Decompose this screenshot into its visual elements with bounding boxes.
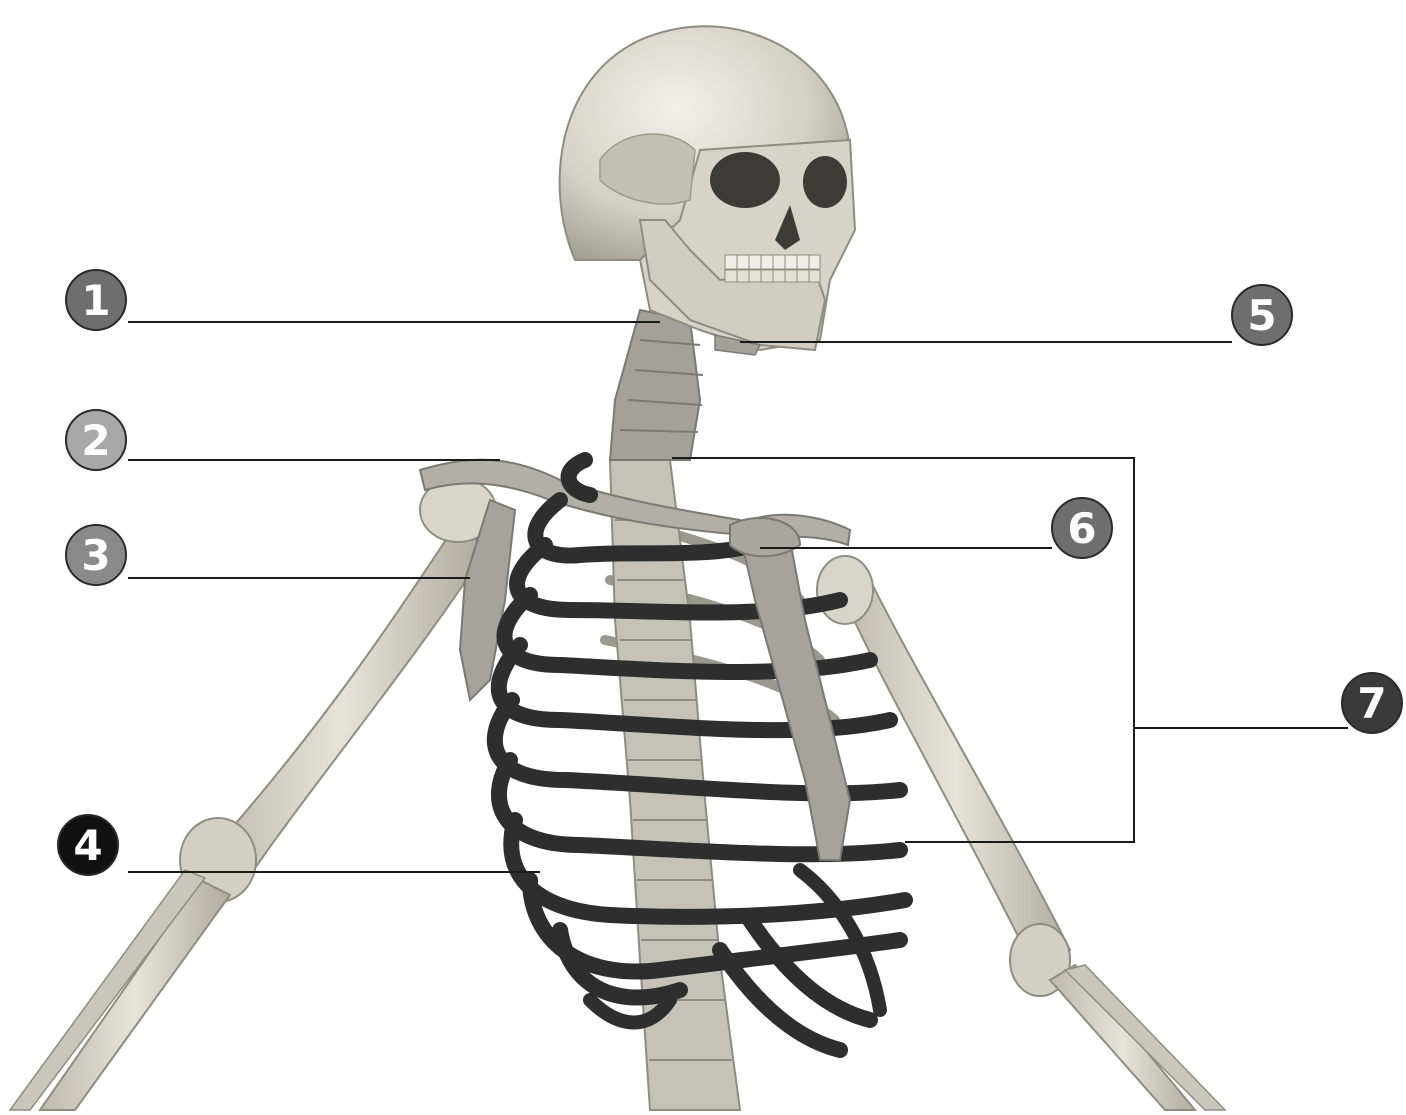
teeth — [725, 255, 820, 282]
left-orbit — [803, 156, 847, 208]
marker-2-label: 2 — [81, 416, 110, 465]
left-arm — [817, 556, 1225, 1110]
left-forearm — [1050, 965, 1195, 1110]
skull — [560, 26, 855, 355]
marker-3-label: 3 — [81, 531, 110, 580]
marker-1-label: 1 — [81, 276, 110, 325]
right-orbit — [710, 152, 780, 208]
marker-7: 7 — [1342, 673, 1402, 733]
cervical-spine — [610, 310, 700, 460]
left-humerus — [840, 580, 1070, 975]
left-humeral-head — [817, 556, 873, 624]
marker-7-label: 7 — [1357, 679, 1386, 728]
right-forearm-radius — [10, 870, 205, 1110]
marker-5-label: 5 — [1247, 291, 1276, 340]
marker-1: 1 — [66, 270, 126, 330]
marker-5: 5 — [1232, 285, 1292, 345]
marker-6-label: 6 — [1067, 504, 1096, 553]
marker-6: 6 — [1052, 498, 1112, 558]
rib-1 — [569, 460, 590, 495]
marker-4-label: 4 — [73, 821, 102, 870]
marker-3: 3 — [66, 525, 126, 585]
marker-4: 4 — [58, 815, 118, 875]
marker-2: 2 — [66, 410, 126, 470]
right-forearm — [40, 880, 230, 1110]
